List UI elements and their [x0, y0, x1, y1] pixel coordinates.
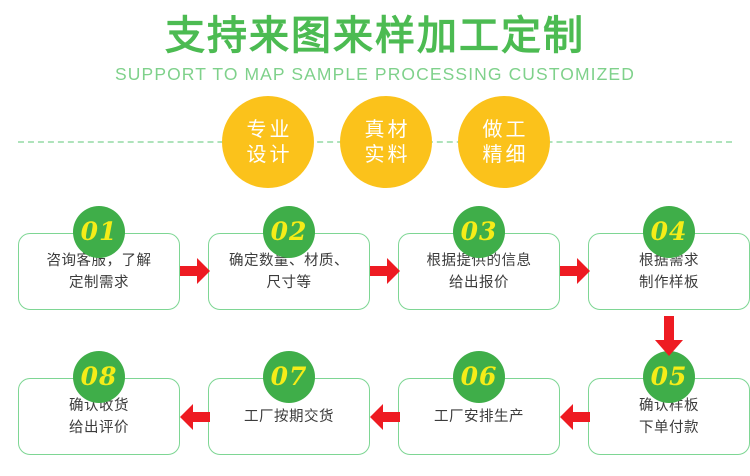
step-text-line-2: 定制需求: [69, 274, 129, 291]
step-text-line-1: 根据需求: [639, 252, 699, 269]
step-text-line-2: 尺寸等: [266, 274, 312, 291]
arrow-down-icon: [655, 316, 683, 356]
arrow-right-icon: [180, 258, 210, 284]
arrow-left-icon: [560, 404, 590, 430]
feature-line-1: 专业: [246, 117, 293, 141]
step-text-line-2: 制作样板: [639, 274, 699, 291]
step-number-badge: 02: [263, 206, 315, 258]
header: 支持来图来样加工定制 SUPPORT TO MAP SAMPLE PROCESS…: [0, 12, 750, 84]
step-box-01: 01 咨询客服，了解 定制需求: [18, 206, 180, 310]
feature-line-2: 实料: [364, 142, 411, 166]
step-text-line-1: 工厂按期交货: [244, 408, 334, 425]
feature-line-2: 精细: [482, 142, 529, 166]
feature-circle-row: 专业 设计 真材 实料 做工 精细: [0, 96, 750, 190]
feature-circle-workmanship: 做工 精细: [458, 96, 550, 188]
step-text-line-2: 给出评价: [69, 419, 129, 436]
feature-circle-design: 专业 设计: [222, 96, 314, 188]
feature-line-1: 做工: [482, 117, 529, 141]
step-box-04: 04 根据需求 制作样板: [588, 206, 750, 310]
step-text-line-1: 咨询客服，了解: [46, 252, 152, 269]
step-box-07: 07 工厂按期交货: [208, 351, 370, 455]
page-subtitle: SUPPORT TO MAP SAMPLE PROCESSING CUSTOMI…: [115, 64, 635, 84]
step-text-line-1: 确认样板: [639, 397, 699, 414]
arrow-left-icon: [370, 404, 400, 430]
step-box-02: 02 确定数量、材质、 尺寸等: [208, 206, 370, 310]
arrow-right-icon: [560, 258, 590, 284]
step-number-badge: 05: [643, 351, 695, 403]
step-number-badge: 04: [643, 206, 695, 258]
step-text-line-2: 下单付款: [639, 419, 699, 436]
step-box-08: 08 确认收货 给出评价: [18, 351, 180, 455]
step-text-line-1: 根据提供的信息: [426, 252, 532, 269]
step-box-06: 06 工厂安排生产: [398, 351, 560, 455]
feature-circle-material: 真材 实料: [340, 96, 432, 188]
step-box-03: 03 根据提供的信息 给出报价: [398, 206, 560, 310]
step-number-badge: 08: [73, 351, 125, 403]
step-text-line-1: 确定数量、材质、: [229, 252, 349, 269]
arrow-right-icon: [370, 258, 400, 284]
step-text-line-1: 确认收货: [69, 397, 129, 414]
step-number-badge: 07: [263, 351, 315, 403]
step-box-05: 05 确认样板 下单付款: [588, 351, 750, 455]
step-text-line-1: 工厂安排生产: [434, 408, 524, 425]
step-number-badge: 06: [453, 351, 505, 403]
step-number-badge: 01: [73, 206, 125, 258]
arrow-left-icon: [180, 404, 210, 430]
step-number-badge: 03: [453, 206, 505, 258]
page-title: 支持来图来样加工定制: [165, 13, 585, 59]
feature-line-2: 设计: [246, 142, 293, 166]
feature-line-1: 真材: [364, 117, 411, 141]
step-text-line-2: 给出报价: [449, 274, 509, 291]
